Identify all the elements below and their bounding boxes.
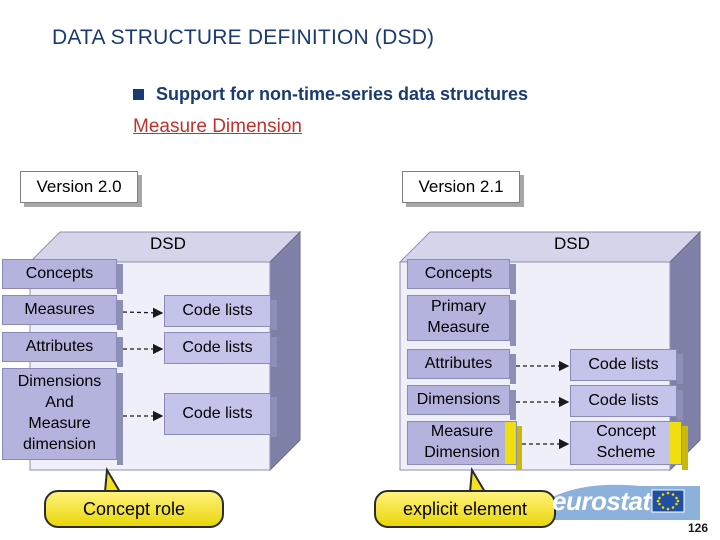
primary-line-1: Primary: [430, 298, 487, 316]
bullet-square-icon: [133, 89, 144, 100]
dimensions-line-3: Measure: [28, 415, 91, 432]
code-lists-box-3-v20: Code lists: [164, 393, 271, 435]
code-lists-box-2-v21: Code lists: [570, 385, 677, 417]
concepts-box-v21: Concepts: [407, 259, 510, 289]
dimensions-line-1: Dimensions: [17, 373, 102, 391]
measure-dimension-link[interactable]: Measure Dimension: [133, 116, 302, 137]
callout-tail-left: [103, 466, 122, 493]
dimensions-box-v21: Dimensions: [407, 385, 510, 415]
primary-measure-box: Primary Measure: [407, 295, 510, 341]
code-lists-box-2-v20: Code lists: [164, 332, 271, 364]
version-2-1-label: Version 2.1: [402, 171, 520, 203]
primary-line-2: Measure: [427, 319, 490, 336]
box-shadows: [117, 264, 683, 465]
dimensions-line-2: And: [45, 394, 74, 412]
yellow-shadow-left: [516, 426, 522, 470]
code-lists-box-1-v21: Code lists: [570, 349, 677, 381]
concept-role-callout: Concept role: [44, 490, 224, 528]
measure-dim-line-2: Dimension: [424, 444, 500, 461]
explicit-element-callout: explicit element: [374, 490, 556, 528]
version-2-0-label: Version 2.0: [20, 171, 138, 203]
dimensions-line-4: dimension: [23, 435, 96, 453]
scheme-line-2: Scheme: [596, 444, 656, 461]
scheme-line-1: Concept: [596, 423, 656, 441]
eurostat-logo-text: eurostat: [552, 486, 651, 516]
page-number: 126: [688, 521, 709, 535]
yellow-shadow-right: [682, 426, 688, 470]
dsd-label-v20: DSD: [150, 234, 186, 253]
measure-dim-line-1: Measure: [430, 423, 494, 441]
concept-scheme-box: Concept Scheme: [570, 421, 682, 465]
page-title: DATA STRUCTURE DEFINITION (DSD): [52, 26, 435, 49]
measures-box: Measures: [2, 295, 117, 325]
concepts-box-v20: Concepts: [2, 259, 117, 289]
bullet-text: Support for non-time-series data structu…: [156, 84, 529, 104]
measure-dimension-box: Measure Dimension: [407, 421, 517, 465]
code-lists-box-1-v20: Code lists: [164, 295, 271, 327]
eurostat-logo: [520, 484, 700, 520]
attributes-box-v20: Attributes: [2, 332, 117, 362]
dimensions-measure-box: Dimensions And Measure dimension: [2, 368, 117, 460]
bullet-line: Support for non-time-series data structu…: [133, 84, 528, 105]
dsd-label-v21: DSD: [554, 234, 590, 253]
callout-tail-right: [468, 466, 487, 493]
attributes-box-v21: Attributes: [407, 349, 510, 379]
